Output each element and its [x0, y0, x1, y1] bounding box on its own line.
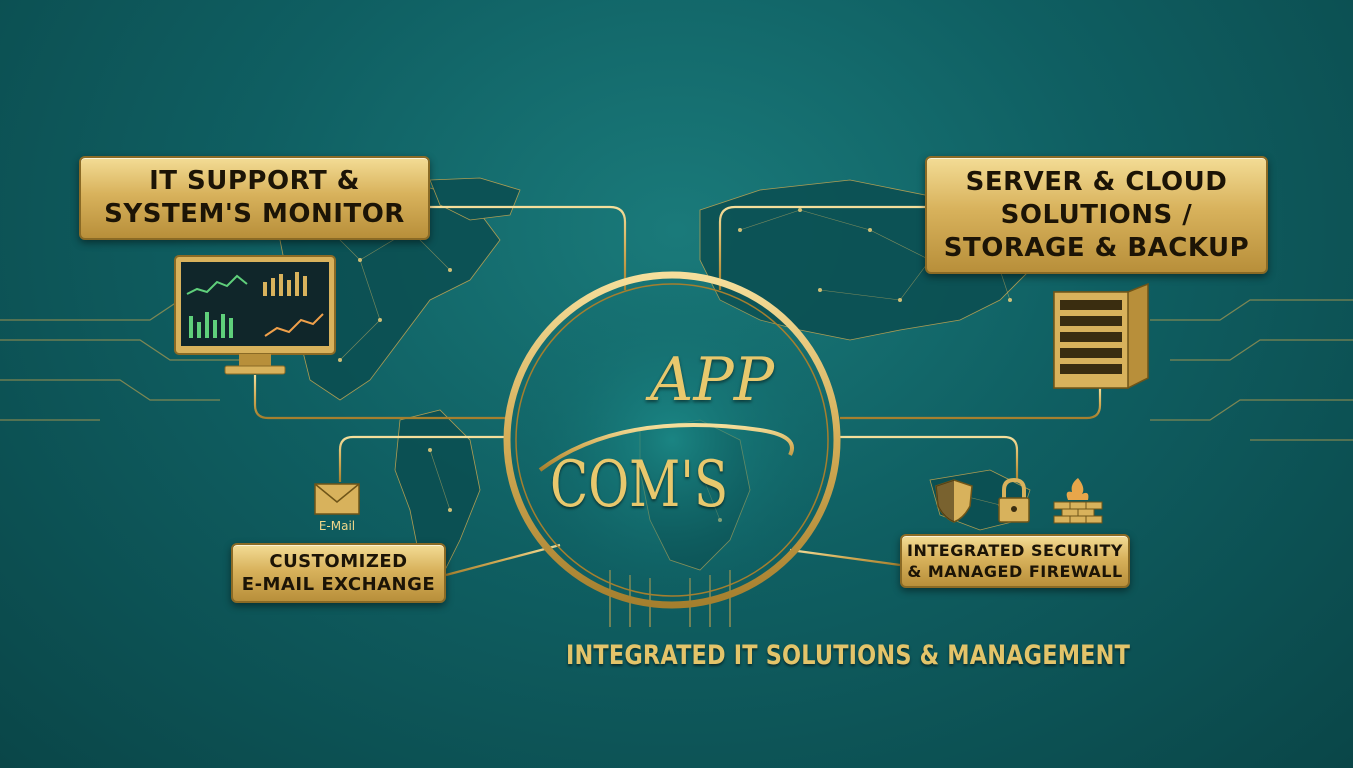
monitor-icon: [174, 255, 336, 375]
email-line2: E-MAIL EXCHANGE: [241, 574, 436, 595]
server-line3: STORAGE & BACKUP: [943, 232, 1250, 263]
server-rack-icon: [1053, 282, 1149, 389]
email-exchange-panel: CUSTOMIZED E-MAIL EXCHANGE: [231, 543, 446, 603]
ring-glow: [497, 265, 847, 615]
tagline: INTEGRATED IT SOLUTIONS & MANAGEMENT: [566, 640, 1131, 671]
it-support-line1: IT SUPPORT &: [149, 166, 360, 196]
logo-ring-inner: [515, 283, 829, 597]
padlock-icon: [998, 478, 1030, 523]
logo-text-coms: COM'S: [550, 448, 729, 522]
envelope-icon: [314, 483, 360, 515]
shield-icon: [935, 479, 973, 523]
connector-lines: [253, 205, 1102, 577]
server-line2: SOLUTIONS /: [1000, 199, 1193, 230]
server-line1: SERVER & CLOUD: [965, 166, 1228, 197]
security-line2: & MANAGED FIREWALL: [907, 562, 1123, 581]
it-support-line2: SYSTEM'S MONITOR: [104, 199, 405, 229]
server-cloud-panel: SERVER & CLOUD SOLUTIONS / STORAGE & BAC…: [925, 156, 1268, 274]
firewall-icon: [1053, 478, 1103, 524]
security-firewall-panel: INTEGRATED SECURITY & MANAGED FIREWALL: [900, 534, 1130, 588]
it-support-panel: IT SUPPORT & SYSTEM'S MONITOR: [79, 156, 430, 240]
logo-ring: [503, 271, 841, 609]
logo-swoosh: [538, 423, 794, 472]
email-line1: CUSTOMIZED: [269, 551, 408, 572]
security-line1: INTEGRATED SECURITY: [907, 541, 1123, 560]
email-icon-label: E-Mail: [318, 519, 356, 533]
logo-text-app: APP: [650, 345, 775, 415]
